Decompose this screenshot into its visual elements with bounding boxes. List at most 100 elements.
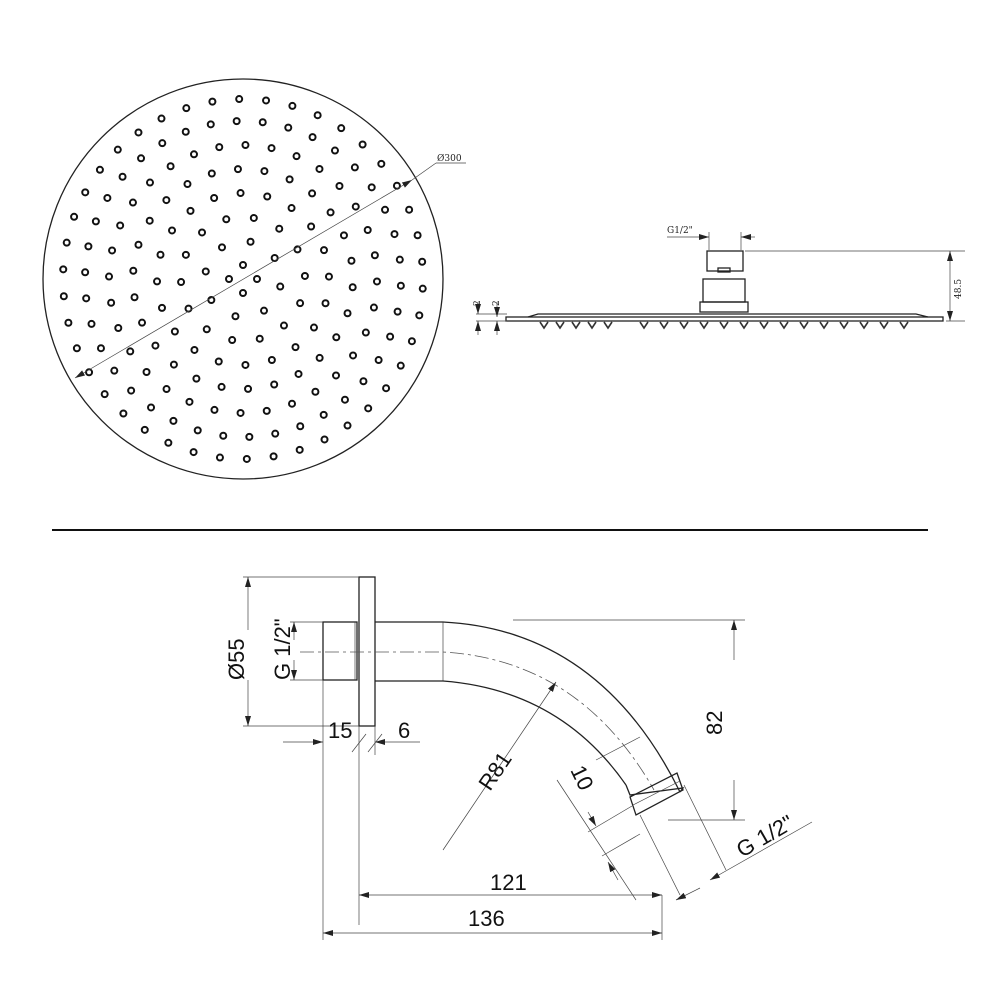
nozzle: [151, 341, 160, 350]
nozzle: [81, 188, 90, 197]
nozzle: [269, 452, 278, 461]
nozzle: [138, 318, 147, 327]
nozzle: [70, 212, 79, 221]
nozzle: [337, 124, 346, 133]
nozzle: [340, 395, 349, 404]
nozzle: [207, 169, 216, 178]
nozzle: [359, 377, 368, 386]
flange-thickness-label: 6: [398, 718, 410, 743]
nozzle: [245, 432, 254, 441]
nozzle: [381, 205, 390, 214]
nozzle: [210, 193, 219, 202]
nozzle: [258, 118, 267, 127]
nozzle: [315, 353, 324, 362]
nozzle: [358, 140, 367, 149]
nozzle: [166, 162, 175, 171]
nozzle: [208, 97, 217, 106]
inlet-thread-label: G 1/2": [270, 618, 295, 680]
nozzle: [198, 228, 207, 237]
nozzle: [210, 405, 219, 414]
nozzle: [407, 337, 416, 346]
nozzle: [108, 246, 117, 255]
nozzle: [288, 101, 297, 110]
nozzle: [217, 382, 226, 391]
nozzle: [95, 165, 104, 174]
nozzle: [72, 344, 81, 353]
nozzle: [267, 144, 276, 153]
nozzle: [157, 303, 166, 312]
plate-profile: [505, 316, 944, 322]
nozzle: [390, 230, 399, 239]
nozzle: [244, 384, 253, 393]
nozzle: [185, 397, 194, 406]
nozzle: [330, 146, 339, 155]
nozzle: [233, 165, 242, 174]
nozzle: [262, 406, 271, 415]
nozzle: [291, 343, 300, 352]
nozzle: [320, 246, 329, 255]
nozzle: [119, 409, 128, 418]
nozzle: [192, 374, 201, 383]
nozzle: [405, 205, 414, 214]
nozzle: [279, 321, 288, 330]
nozzle: [130, 293, 139, 302]
nozzle: [364, 404, 373, 413]
thread-label: G1/2": [667, 226, 693, 236]
nozzle: [110, 366, 119, 375]
nozzle: [64, 318, 73, 327]
nozzle: [284, 123, 293, 132]
nozzle: [369, 303, 378, 312]
nozzle: [225, 275, 233, 283]
nozzle: [321, 299, 330, 308]
nozzle: [270, 380, 279, 389]
nozzle: [107, 298, 116, 307]
thickness-label-1: 2: [473, 300, 483, 306]
nozzle: [100, 390, 109, 399]
wall-flange: [358, 576, 376, 727]
nozzle: [145, 178, 154, 187]
nozzle: [62, 238, 71, 247]
nozzle: [361, 328, 370, 337]
nozzle: [87, 319, 96, 328]
nozzle: [372, 277, 381, 286]
nozzle: [164, 438, 173, 447]
arm-inner-edge: [375, 680, 627, 786]
nozzle: [253, 275, 261, 283]
nozzle: [418, 257, 427, 266]
connector-nut: [706, 250, 744, 272]
nozzle: [241, 141, 250, 150]
projection-inner-label: 121: [490, 870, 527, 895]
inlet-thread: [322, 621, 358, 681]
nozzle: [129, 266, 138, 275]
nozzle: [162, 196, 171, 205]
nozzle: [270, 254, 279, 263]
nozzle: [182, 104, 191, 113]
nozzle: [232, 117, 241, 126]
nozzle: [236, 408, 245, 417]
nozzle: [294, 369, 303, 378]
nozzle: [326, 208, 335, 217]
nozzle: [140, 425, 149, 434]
nozzle: [296, 299, 305, 308]
nozzle: [126, 347, 135, 356]
arm-outer-edge: [375, 621, 681, 793]
nozzle: [287, 204, 296, 213]
nozzle: [324, 272, 333, 281]
nozzle: [169, 416, 178, 425]
diameter-dimension-line: [74, 179, 413, 379]
flange-diameter-label: Ø55: [224, 638, 249, 680]
nozzle: [85, 368, 94, 377]
nozzle: [370, 251, 379, 260]
nozzle: [276, 282, 285, 291]
nozzle: [377, 159, 386, 168]
nozzle: [350, 163, 359, 172]
nozzle: [193, 426, 202, 435]
nozzle: [374, 356, 383, 365]
diameter-label: Ø300: [437, 153, 462, 164]
nozzle: [349, 351, 358, 360]
nozzle: [311, 387, 320, 396]
nozzle: [189, 150, 198, 159]
nozzle: [236, 189, 245, 198]
shower-head-side-view: 48.5 G1/2" 2 2: [473, 226, 965, 335]
nozzle: [255, 334, 264, 343]
